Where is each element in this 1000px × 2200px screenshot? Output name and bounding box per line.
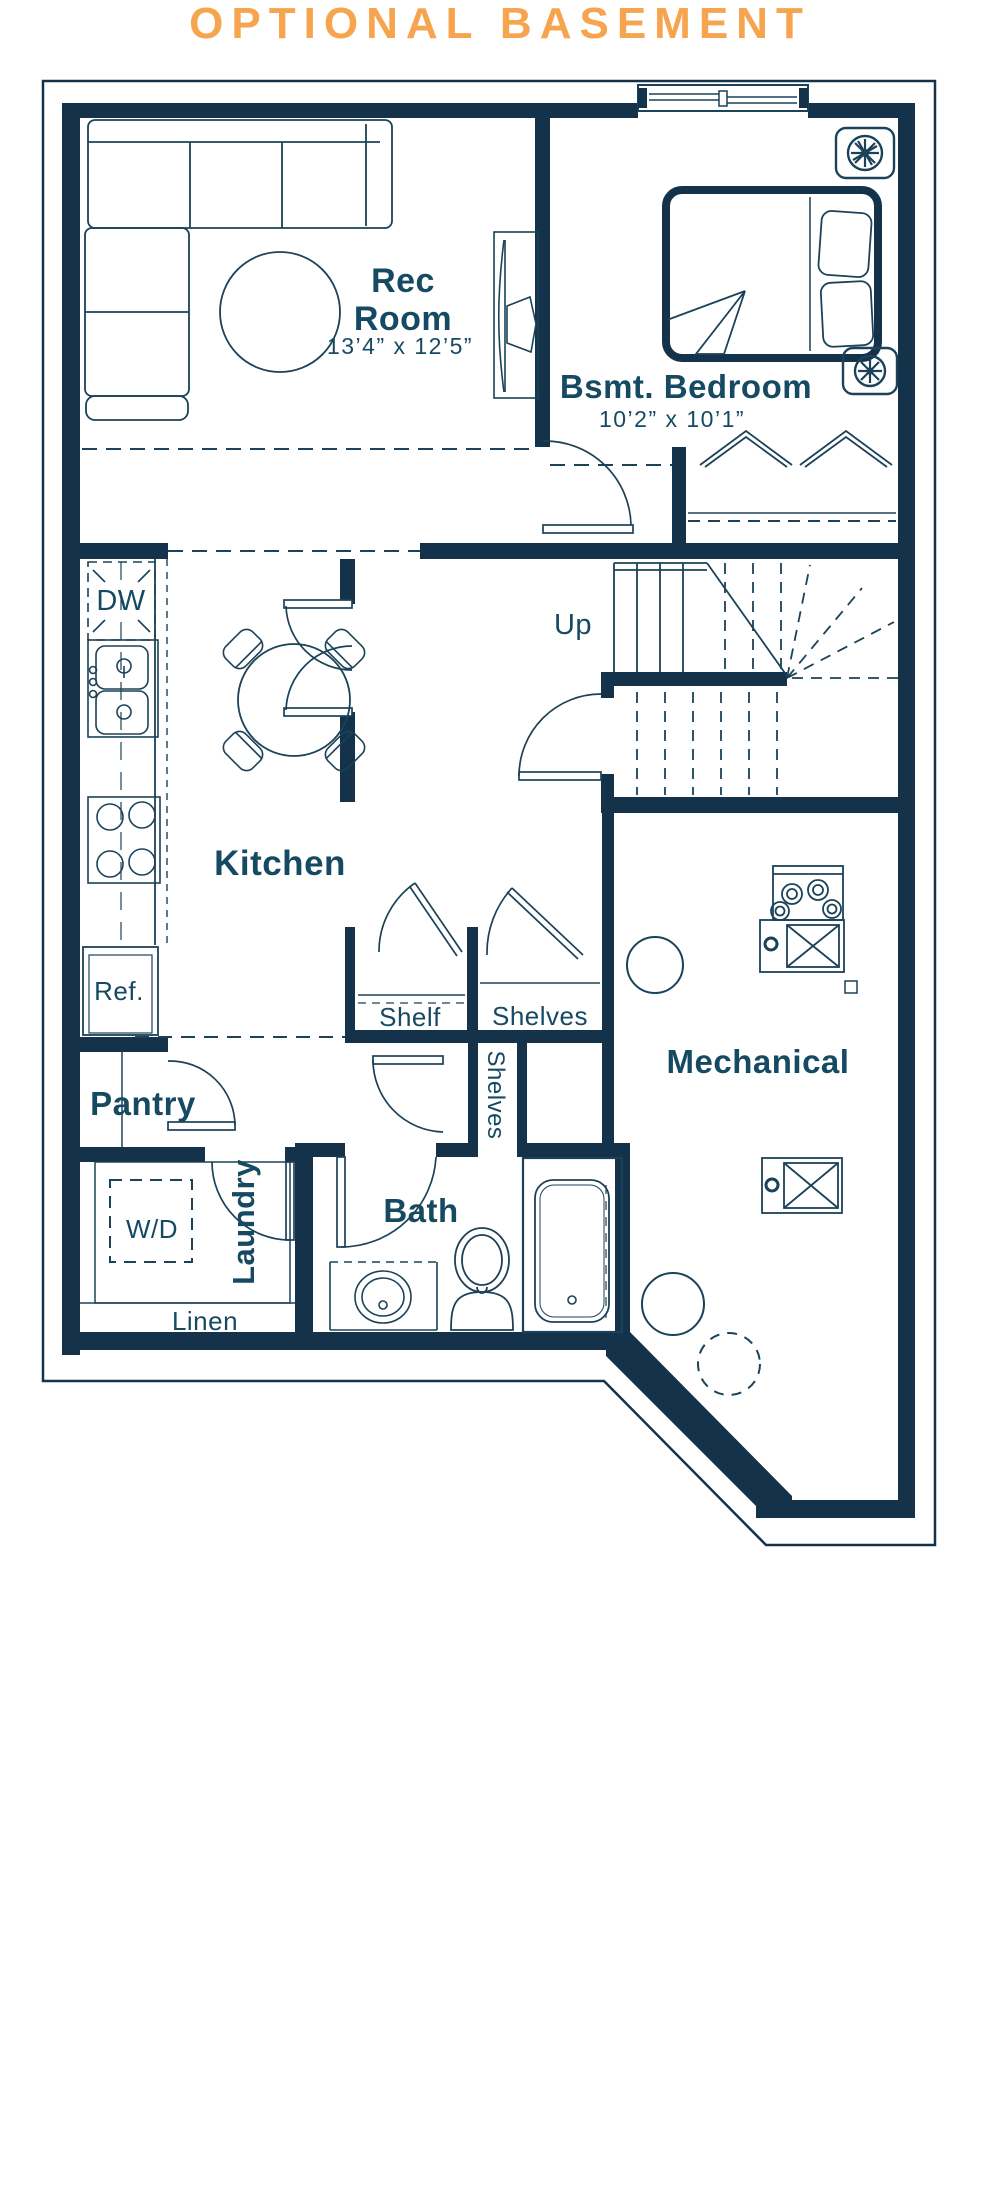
rec-room-label-line1: Rec: [371, 262, 435, 300]
bedroom-label: Bsmt. Bedroom: [560, 368, 812, 405]
angled-wall: [606, 1332, 792, 1518]
linen-label: Linen: [172, 1306, 238, 1336]
hall-closet-door-left: [378, 882, 463, 957]
bath-fixtures: [329, 982, 624, 1334]
window: [637, 84, 809, 112]
tv-icon: [493, 231, 539, 399]
hall-door: [372, 1055, 444, 1133]
dashed-header-lines: [82, 448, 896, 1038]
refrigerator-label: Ref.: [94, 976, 144, 1006]
blanket-fold: [694, 290, 746, 355]
rec-room-dimensions: 13’4” x 12’5”: [327, 333, 473, 359]
chair-icon: [222, 730, 264, 772]
hall-closet-door-right: [486, 887, 584, 960]
bathtub-icon: [521, 1156, 624, 1334]
air-handler-icon: [761, 1157, 843, 1214]
vanity-sink-icon: [329, 1261, 438, 1331]
bath-label: Bath: [383, 1192, 458, 1229]
bedroom-door: [542, 440, 634, 534]
double-sink-icon: [87, 639, 159, 738]
furnace-icon: [759, 919, 845, 973]
shelf-label: Shelf: [379, 1002, 441, 1032]
rough-in-icon: [697, 1332, 761, 1396]
floor-drain-icon: [844, 980, 858, 994]
washer-dryer-icon: [109, 1179, 193, 1263]
round-rug-icon: [219, 251, 341, 373]
shelves-label: Shelves: [492, 1001, 588, 1031]
laundry-label: Laundry: [226, 1159, 261, 1285]
stairs: [613, 562, 898, 795]
kitchen-door-lower: [283, 645, 353, 717]
pantry-laundry: [80, 1052, 295, 1304]
bed-icon: [662, 186, 882, 362]
pillow-icon: [819, 280, 875, 348]
bedroom-dimensions: 10’2” x 10’1”: [599, 406, 745, 432]
pantry-door: [167, 1060, 236, 1131]
sofa-icon: [84, 119, 393, 421]
kitchen-door-upper: [283, 599, 353, 671]
foundation-outline: [41, 79, 937, 1547]
ceiling-fan-icon: [834, 126, 896, 180]
sump-pit-icon: [626, 936, 684, 994]
stairs-up-label: Up: [554, 609, 592, 641]
mechanical-label: Mechanical: [667, 1043, 850, 1080]
pit-icon: [641, 1272, 705, 1336]
kitchen-label: Kitchen: [214, 844, 346, 883]
water-heater-icon: [770, 865, 844, 921]
dishwasher-icon: [87, 561, 156, 641]
pantry-label: Pantry: [90, 1085, 196, 1122]
chair-icon: [324, 730, 366, 772]
window-mullion: [718, 90, 728, 107]
pillow-icon: [817, 210, 873, 278]
ceiling-fan-icon: [841, 346, 899, 396]
rec-room-label-line2: Room: [354, 300, 452, 338]
mechanical-equipment: [626, 865, 858, 1396]
bath-door: [336, 1156, 437, 1248]
walls: [62, 103, 915, 1518]
stair-hall-door: [518, 693, 602, 781]
dishwasher-label: DW: [96, 585, 145, 617]
kitchen-table-icon: [237, 643, 351, 757]
doors: [167, 440, 634, 1248]
toilet-icon: [450, 1227, 514, 1331]
page-title: OPTIONAL BASEMENT: [189, 0, 811, 48]
chair-icon: [222, 628, 264, 670]
labels: Rec Room 13’4” x 12’5” Bsmt. Bedroom 10’…: [90, 262, 849, 1336]
shelves-vertical-label: Shelves: [482, 1051, 509, 1140]
washer-dryer-label: W/D: [126, 1214, 178, 1244]
kitchen-fixtures: [82, 559, 366, 1036]
cooktop-icon: [87, 796, 161, 884]
chair-icon: [324, 628, 366, 670]
bifold-closet-doors: [699, 429, 893, 468]
fridge-icon: [82, 946, 159, 1036]
